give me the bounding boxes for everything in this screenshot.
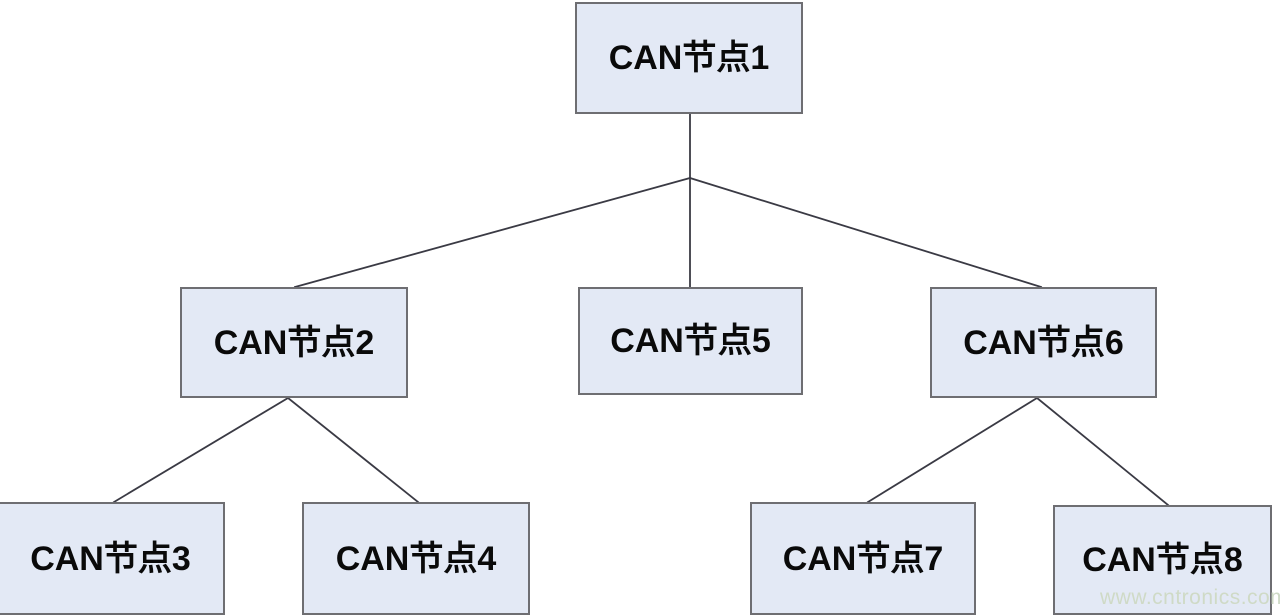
- node-can-jiedian-2[interactable]: CAN节点2: [180, 287, 408, 398]
- edge-junction-node2: [293, 176, 692, 289]
- site-watermark: www.cntronics.com: [1100, 586, 1280, 609]
- node-label: CAN节点2: [213, 323, 375, 362]
- edge-node2-node4: [286, 396, 420, 504]
- node-can-jiedian-8[interactable]: CAN节点8: [1053, 505, 1272, 615]
- edge-junction-node6: [688, 176, 1043, 289]
- node-can-jiedian-6[interactable]: CAN节点6: [930, 287, 1157, 398]
- node-can-jiedian-3[interactable]: CAN节点3: [0, 502, 225, 615]
- node-label: CAN节点5: [610, 322, 771, 360]
- node-label: CAN节点7: [782, 539, 944, 578]
- edge-node2-node3: [112, 396, 290, 504]
- edge-node6-node7: [866, 396, 1039, 504]
- edge-node6-node8: [1035, 396, 1170, 507]
- node-can-jiedian-7[interactable]: CAN节点7: [750, 502, 976, 615]
- node-label: CAN节点4: [335, 539, 497, 578]
- node-label: CAN节点1: [608, 39, 770, 77]
- node-label: CAN节点8: [1082, 541, 1243, 579]
- node-can-jiedian-4[interactable]: CAN节点4: [302, 502, 530, 615]
- node-label: CAN节点3: [30, 539, 191, 578]
- node-label: CAN节点6: [963, 323, 1124, 362]
- node-can-jiedian-5[interactable]: CAN节点5: [578, 287, 803, 395]
- node-can-jiedian-1[interactable]: CAN节点1: [575, 2, 803, 114]
